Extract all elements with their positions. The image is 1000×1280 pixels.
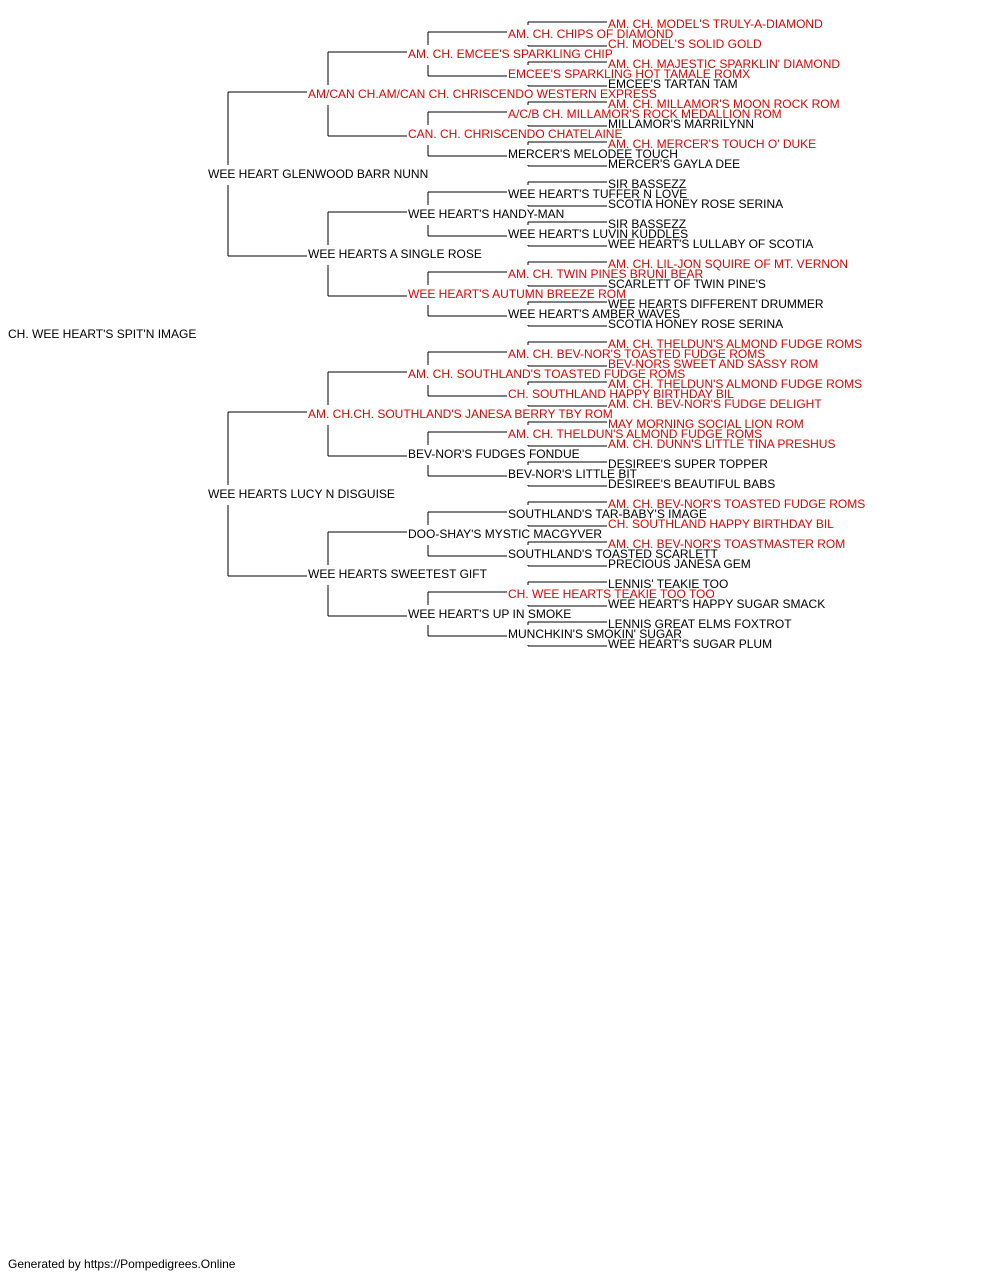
ancestor-name[interactable]: SCARLETT OF TWIN PINE'S <box>608 277 766 291</box>
ancestor-name[interactable]: CH. MODEL'S SOLID GOLD <box>608 37 762 51</box>
ancestor-name[interactable]: AM. CH. BEV-NOR'S FUDGE DELIGHT <box>608 397 822 411</box>
ancestor-name[interactable]: CH. SOUTHLAND HAPPY BIRTHDAY BIL <box>608 517 834 531</box>
ancestor-name[interactable]: AM. CH. TWIN PINES BRUNI BEAR <box>508 267 704 281</box>
ancestor-name[interactable]: AM/CAN CH.AM/CAN CH. CHRISCENDO WESTERN … <box>308 87 657 101</box>
ancestor-name[interactable]: WEE HEART GLENWOOD BARR NUNN <box>208 167 429 181</box>
ancestor-name[interactable]: SIR BASSEZZ <box>608 177 687 191</box>
ancestor-name[interactable]: MERCER'S GAYLA DEE <box>608 157 741 171</box>
ancestor-name[interactable]: CAN. CH. CHRISCENDO CHATELAINE <box>408 127 623 141</box>
ancestor-name[interactable]: AM. CH. DUNN'S LITTLE TINA PRESHUS <box>608 437 836 451</box>
ancestor-name[interactable]: WEE HEART'S LUVIN KUDDLES <box>508 227 689 241</box>
ancestor-name[interactable]: AM. CH. MODEL'S TRULY-A-DIAMOND <box>608 17 823 31</box>
ancestor-name[interactable]: A/C/B CH. MILLAMOR'S ROCK MEDALLION ROM <box>508 107 782 121</box>
ancestor-name[interactable]: WEE HEART'S AUTUMN BREEZE ROM <box>408 287 627 301</box>
ancestor-name[interactable]: MUNCHKIN'S SMOKIN' SUGAR <box>508 627 682 641</box>
ancestor-name[interactable]: WEE HEARTS LUCY N DISGUISE <box>208 487 395 501</box>
ancestor-name[interactable]: BEV-NOR'S FUDGES FONDUE <box>408 447 580 461</box>
ancestor-name[interactable]: WEE HEART'S SUGAR PLUM <box>608 637 773 651</box>
ancestor-name[interactable]: AM. CH. BEV-NOR'S TOASTMASTER ROM <box>608 537 846 551</box>
ancestor-name[interactable]: WEE HEART'S AMBER WAVES <box>508 307 681 321</box>
ancestor-name[interactable]: DOO-SHAY'S MYSTIC MACGYVER <box>408 527 603 541</box>
ancestor-name[interactable]: EMCEE'S TARTAN TAM <box>608 77 738 91</box>
ancestor-name[interactable]: AM. CH. EMCEE'S SPARKLING CHIP <box>408 47 613 61</box>
ancestor-name[interactable]: DESIREE'S SUPER TOPPER <box>608 457 768 471</box>
ancestor-name[interactable]: BEV-NORS SWEET AND SASSY ROM <box>608 357 819 371</box>
ancestor-name[interactable]: LENNIS' TEAKIE TOO <box>608 577 729 591</box>
ancestor-name[interactable]: AM. CH. CHIPS OF DIAMOND <box>508 27 674 41</box>
ancestor-name[interactable]: AM. CH. THELDUN'S ALMOND FUDGE ROMS <box>608 377 863 391</box>
ancestor-name[interactable]: EMCEE'S SPARKLING HOT TAMALE ROMX <box>508 67 751 81</box>
ancestor-name[interactable]: DESIREE'S BEAUTIFUL BABS <box>608 477 776 491</box>
ancestor-name[interactable]: SCOTIA HONEY ROSE SERINA <box>608 197 784 211</box>
ancestor-name[interactable]: AM. CH. LIL-JON SQUIRE OF MT. VERNON <box>608 257 849 271</box>
ancestor-name[interactable]: SIR BASSEZZ <box>608 217 687 231</box>
ancestor-name[interactable]: SCOTIA HONEY ROSE SERINA <box>608 317 784 331</box>
ancestor-name[interactable]: MAY MORNING SOCIAL LION ROM <box>608 417 804 431</box>
ancestor-name[interactable]: BEV-NOR'S LITTLE BIT <box>508 467 637 481</box>
ancestor-name[interactable]: AM. CH. BEV-NOR'S TOASTED FUDGE ROMS <box>608 497 866 511</box>
ancestor-name[interactable]: PRECIOUS JANESA GEM <box>608 557 751 571</box>
ancestor-name[interactable]: SOUTHLAND'S TOASTED SCARLETT <box>508 547 718 561</box>
ancestor-name[interactable]: WEE HEART'S LULLABY OF SCOTIA <box>608 237 814 251</box>
ancestor-name[interactable]: WEE HEARTS DIFFERENT DRUMMER <box>608 297 824 311</box>
subject-dog-name[interactable]: CH. WEE HEART'S SPIT'N IMAGE <box>8 327 197 341</box>
ancestor-name[interactable]: AM. CH. BEV-NOR'S TOASTED FUDGE ROMS <box>508 347 766 361</box>
generated-by-footer: Generated by https://Pompedigrees.Online <box>8 1257 236 1271</box>
ancestor-name[interactable]: WEE HEARTS A SINGLE ROSE <box>308 247 482 261</box>
ancestor-name[interactable]: AM. CH. THELDUN'S ALMOND FUDGE ROMS <box>608 337 863 351</box>
ancestor-name[interactable]: CH. SOUTHLAND HAPPY BIRTHDAY BIL <box>508 387 734 401</box>
ancestor-name[interactable]: AM. CH. THELDUN'S ALMOND FUDGE ROMS <box>508 427 763 441</box>
ancestor-name[interactable]: CH. WEE HEARTS TEAKIE TOO TOO <box>508 587 715 601</box>
ancestor-name[interactable]: AM. CH. MERCER'S TOUCH O' DUKE <box>608 137 817 151</box>
ancestor-name[interactable]: WEE HEART'S HAPPY SUGAR SMACK <box>608 597 826 611</box>
ancestor-name[interactable]: LENNIS GREAT ELMS FOXTROT <box>608 617 792 631</box>
ancestor-name[interactable]: AM. CH. MILLAMOR'S MOON ROCK ROM <box>608 97 840 111</box>
ancestor-name[interactable]: WEE HEART'S TUFFER N LOVE <box>508 187 688 201</box>
ancestor-name[interactable]: MERCER'S MELODEE TOUCH <box>508 147 678 161</box>
ancestor-name[interactable]: AM. CH. SOUTHLAND'S TOASTED FUDGE ROMS <box>408 367 686 381</box>
ancestor-name[interactable]: SOUTHLAND'S TAR-BABY'S IMAGE <box>508 507 707 521</box>
ancestor-name[interactable]: WEE HEART'S HANDY-MAN <box>408 207 565 221</box>
ancestor-name[interactable]: MILLAMOR'S MARRILYNN <box>608 117 755 131</box>
ancestor-name[interactable]: AM. CH.CH. SOUTHLAND'S JANESA BERRY TBY … <box>308 407 613 421</box>
ancestor-name[interactable]: WEE HEART'S UP IN SMOKE <box>408 607 572 621</box>
ancestor-name[interactable]: WEE HEARTS SWEETEST GIFT <box>308 567 487 581</box>
ancestor-name[interactable]: AM. CH. MAJESTIC SPARKLIN' DIAMOND <box>608 57 841 71</box>
